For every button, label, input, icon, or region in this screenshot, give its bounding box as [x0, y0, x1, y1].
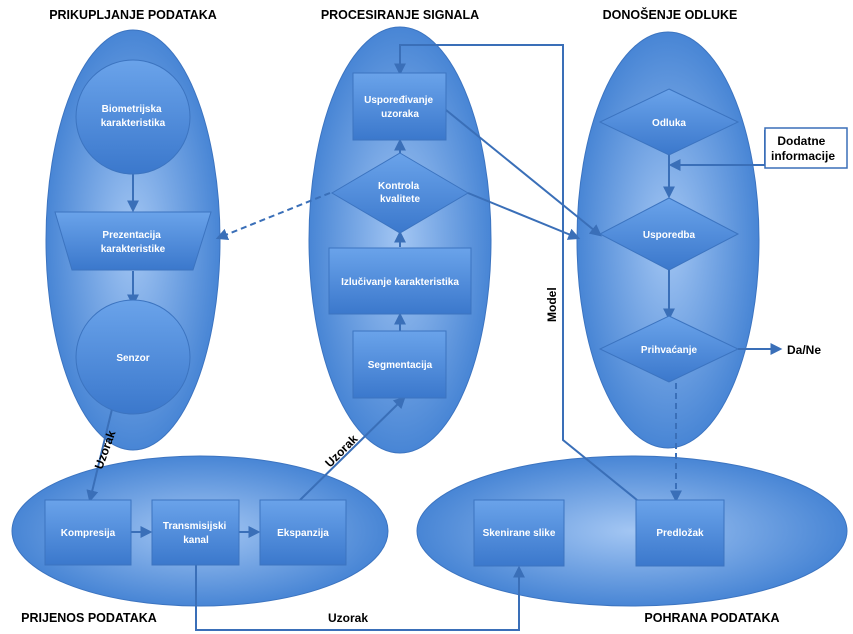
template-node	[635, 499, 725, 567]
template-label: Predložak	[656, 528, 704, 539]
arrow-expansion-to-segmentation	[299, 396, 406, 501]
arrow-matching-to-compare	[445, 109, 602, 237]
extraction-label: Izlučivanje karakteristika	[341, 277, 459, 288]
sensor-node	[75, 299, 191, 415]
extraction-node	[328, 247, 472, 315]
scanned-label: Skenirane slike	[483, 528, 556, 539]
compare-label: Usporedba	[643, 230, 696, 241]
presentation-node	[54, 211, 212, 271]
quality-label: Kontrola kvalitete	[378, 181, 422, 205]
matching-label: Uspoređivanje uzoraka	[364, 95, 436, 120]
channel-label: Transmisijski kanal	[163, 521, 229, 546]
decision-node	[598, 88, 740, 156]
result-label: Da/Ne	[787, 343, 821, 357]
channel-node	[151, 499, 240, 566]
quality-node	[331, 152, 469, 234]
compression-label: Kompresija	[61, 528, 116, 539]
biometric-node	[75, 59, 191, 175]
scanned-node	[473, 499, 565, 567]
sample-label-bottom: Uzorak	[328, 611, 368, 625]
expansion-label: Ekspanzija	[277, 528, 329, 539]
arrow-sensor-to-compression	[86, 404, 114, 503]
acquisition-title: PRIKUPLJANJE PODATAKA	[49, 8, 217, 22]
transmission-title: PRIJENOS PODATAKA	[21, 611, 157, 625]
expansion-node	[259, 499, 347, 566]
sample-label-mid: Uzorak	[322, 432, 360, 470]
compression-node	[44, 499, 132, 566]
segmentation-node	[352, 330, 447, 399]
sensor-label: Senzor	[116, 353, 149, 364]
matching-node	[352, 72, 447, 141]
processing-title: PROCESIRANJE SIGNALA	[321, 8, 479, 22]
presentation-label: Prezentacija karakteristike	[101, 230, 166, 255]
accept-label: Prihvaćanje	[641, 345, 698, 356]
biometric-label: Biometrijska karakteristika	[101, 104, 166, 129]
extra-info-box	[764, 127, 848, 169]
decision-title: DONOŠENJE ODLUKE	[603, 7, 738, 22]
decision-label: Odluka	[652, 118, 686, 129]
storage-title: POHRANA PODATAKA	[644, 611, 779, 625]
arrow-template-to-matching	[394, 44, 638, 501]
extra-info-label: Dodatne informacije	[771, 134, 835, 163]
accept-node	[598, 315, 740, 383]
arrow-quality-to-presentation	[215, 192, 331, 240]
arrow-channel-to-scanned	[195, 565, 525, 631]
compare-node	[598, 197, 740, 271]
segmentation-label: Segmentacija	[368, 360, 433, 371]
arrow-quality-to-compare	[467, 192, 581, 240]
model-label: Model	[545, 287, 559, 322]
